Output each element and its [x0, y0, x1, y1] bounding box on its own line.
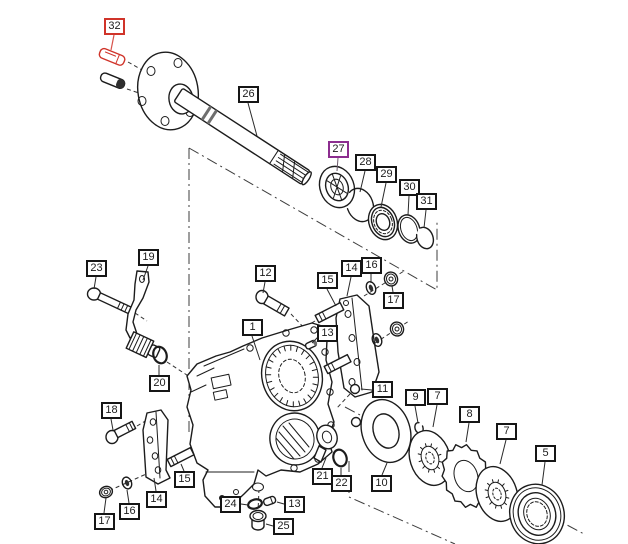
oring-20 — [152, 345, 168, 365]
oring-22 — [332, 448, 348, 468]
oring-24 — [247, 498, 263, 510]
part-label-7-b[interactable]: 7 — [496, 423, 517, 440]
dowel-pin — [99, 72, 126, 90]
part-label-20[interactable]: 20 — [149, 375, 170, 392]
part-label-14-lower[interactable]: 14 — [146, 491, 167, 508]
part-label-16-upper[interactable]: 16 — [361, 257, 382, 274]
plug-25 — [249, 509, 267, 531]
part-label-12[interactable]: 12 — [255, 265, 276, 282]
bolt-12 — [255, 289, 290, 317]
part-label-18[interactable]: 18 — [101, 402, 122, 419]
part-label-25[interactable]: 25 — [273, 518, 294, 535]
washer-16-lower — [121, 476, 133, 490]
hub-10 — [360, 398, 412, 464]
plate-7-b — [475, 465, 519, 523]
washer-16-upper-b — [371, 333, 383, 347]
part-label-15-upper[interactable]: 15 — [317, 272, 338, 289]
seal-27 — [318, 165, 356, 209]
part-label-29[interactable]: 29 — [376, 166, 397, 183]
part-label-24[interactable]: 24 — [220, 496, 241, 513]
part-label-5[interactable]: 5 — [535, 445, 556, 462]
washer-30 — [397, 214, 421, 244]
bolt-hole-rings-11 — [349, 383, 362, 428]
part-label-31[interactable]: 31 — [416, 193, 437, 210]
snap-ring-28 — [345, 187, 375, 223]
stud-15-lower — [166, 446, 195, 468]
part-label-32[interactable]: 32 — [104, 18, 125, 35]
snap-ring-31 — [415, 226, 435, 250]
part-label-23[interactable]: 23 — [86, 260, 107, 277]
axle-flange — [136, 51, 200, 131]
part-label-16-lower[interactable]: 16 — [119, 503, 140, 520]
part-label-28[interactable]: 28 — [355, 154, 376, 171]
bolt-18 — [105, 420, 137, 445]
part-label-7-a[interactable]: 7 — [427, 388, 448, 405]
bearing-5 — [508, 483, 566, 544]
part-label-11[interactable]: 11 — [372, 381, 393, 398]
pin-13-lower — [262, 495, 277, 507]
part-label-8[interactable]: 8 — [459, 406, 480, 423]
washer-16-upper-a — [365, 281, 377, 295]
part-label-1[interactable]: 1 — [242, 319, 263, 336]
stud-15-upper-a — [314, 302, 345, 324]
part-label-22[interactable]: 22 — [331, 475, 352, 492]
part-label-13-lower[interactable]: 13 — [284, 496, 305, 513]
bolt-23 — [86, 287, 132, 315]
part-label-21[interactable]: 21 — [312, 468, 333, 485]
part-label-13-upper[interactable]: 13 — [317, 325, 338, 342]
part-label-10[interactable]: 10 — [371, 475, 392, 492]
fitting-21 — [313, 424, 338, 463]
part-label-26[interactable]: 26 — [238, 86, 259, 103]
part-label-17-lower[interactable]: 17 — [94, 513, 115, 530]
part-label-15-lower[interactable]: 15 — [174, 471, 195, 488]
nut-17-upper-a — [383, 271, 399, 287]
mounting-bracket-14-lower — [142, 409, 171, 485]
part-label-17-upper[interactable]: 17 — [383, 292, 404, 309]
plate-7-a-spline — [417, 443, 443, 473]
part-label-30[interactable]: 30 — [399, 179, 420, 196]
dowel-pin-32-red — [98, 47, 126, 66]
bearing-29 — [367, 203, 399, 241]
axle-shaft-26 — [174, 88, 312, 186]
leader-lines — [93, 34, 546, 527]
stud-15-upper-b — [323, 353, 352, 375]
wave-plate-8-bore — [453, 459, 479, 493]
part-label-14-upper[interactable]: 14 — [341, 260, 362, 277]
nut-17-upper-b — [389, 321, 405, 337]
nut-17-lower — [98, 485, 114, 499]
transfer-case-housing-1 — [186, 322, 335, 508]
plate-7-b-spline — [484, 479, 510, 509]
mounting-bracket-14-upper — [335, 294, 380, 398]
part-label-19[interactable]: 19 — [138, 249, 159, 266]
part-label-27[interactable]: 27 — [328, 141, 349, 158]
part-label-9[interactable]: 9 — [405, 389, 426, 406]
